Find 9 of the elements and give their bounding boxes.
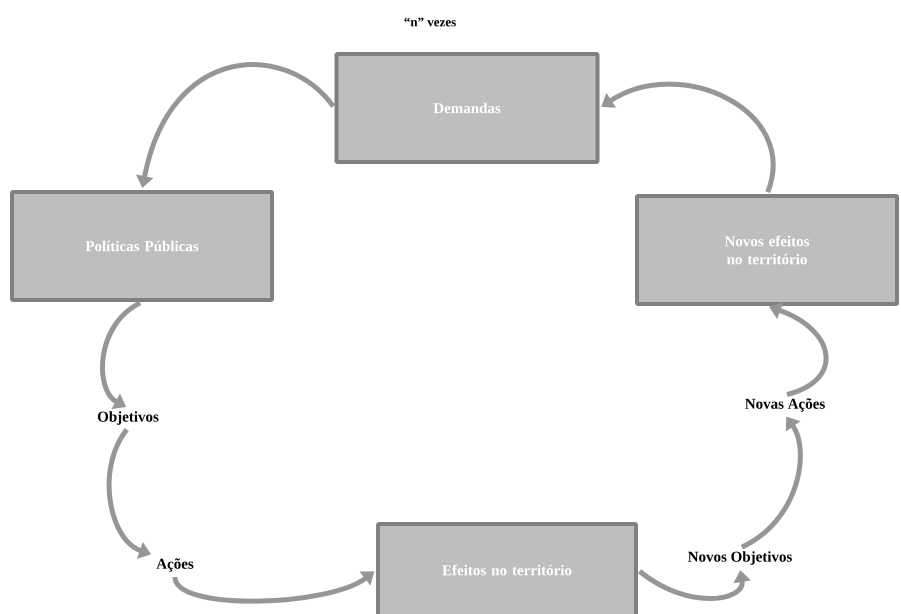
note-label: “n” vezes (404, 18, 456, 26)
step-label: Objetivos (98, 411, 158, 425)
process-box: Novos efeitos no território (635, 194, 899, 306)
process-box: Políticas Públicas (10, 190, 274, 302)
step-label: Ações (156, 558, 194, 572)
step-label: Novos Objetivos (688, 551, 792, 565)
step-label: Novas Ações (745, 398, 825, 412)
process-box: Efeitos no território (376, 522, 638, 614)
process-box: Demandas (334, 52, 600, 164)
